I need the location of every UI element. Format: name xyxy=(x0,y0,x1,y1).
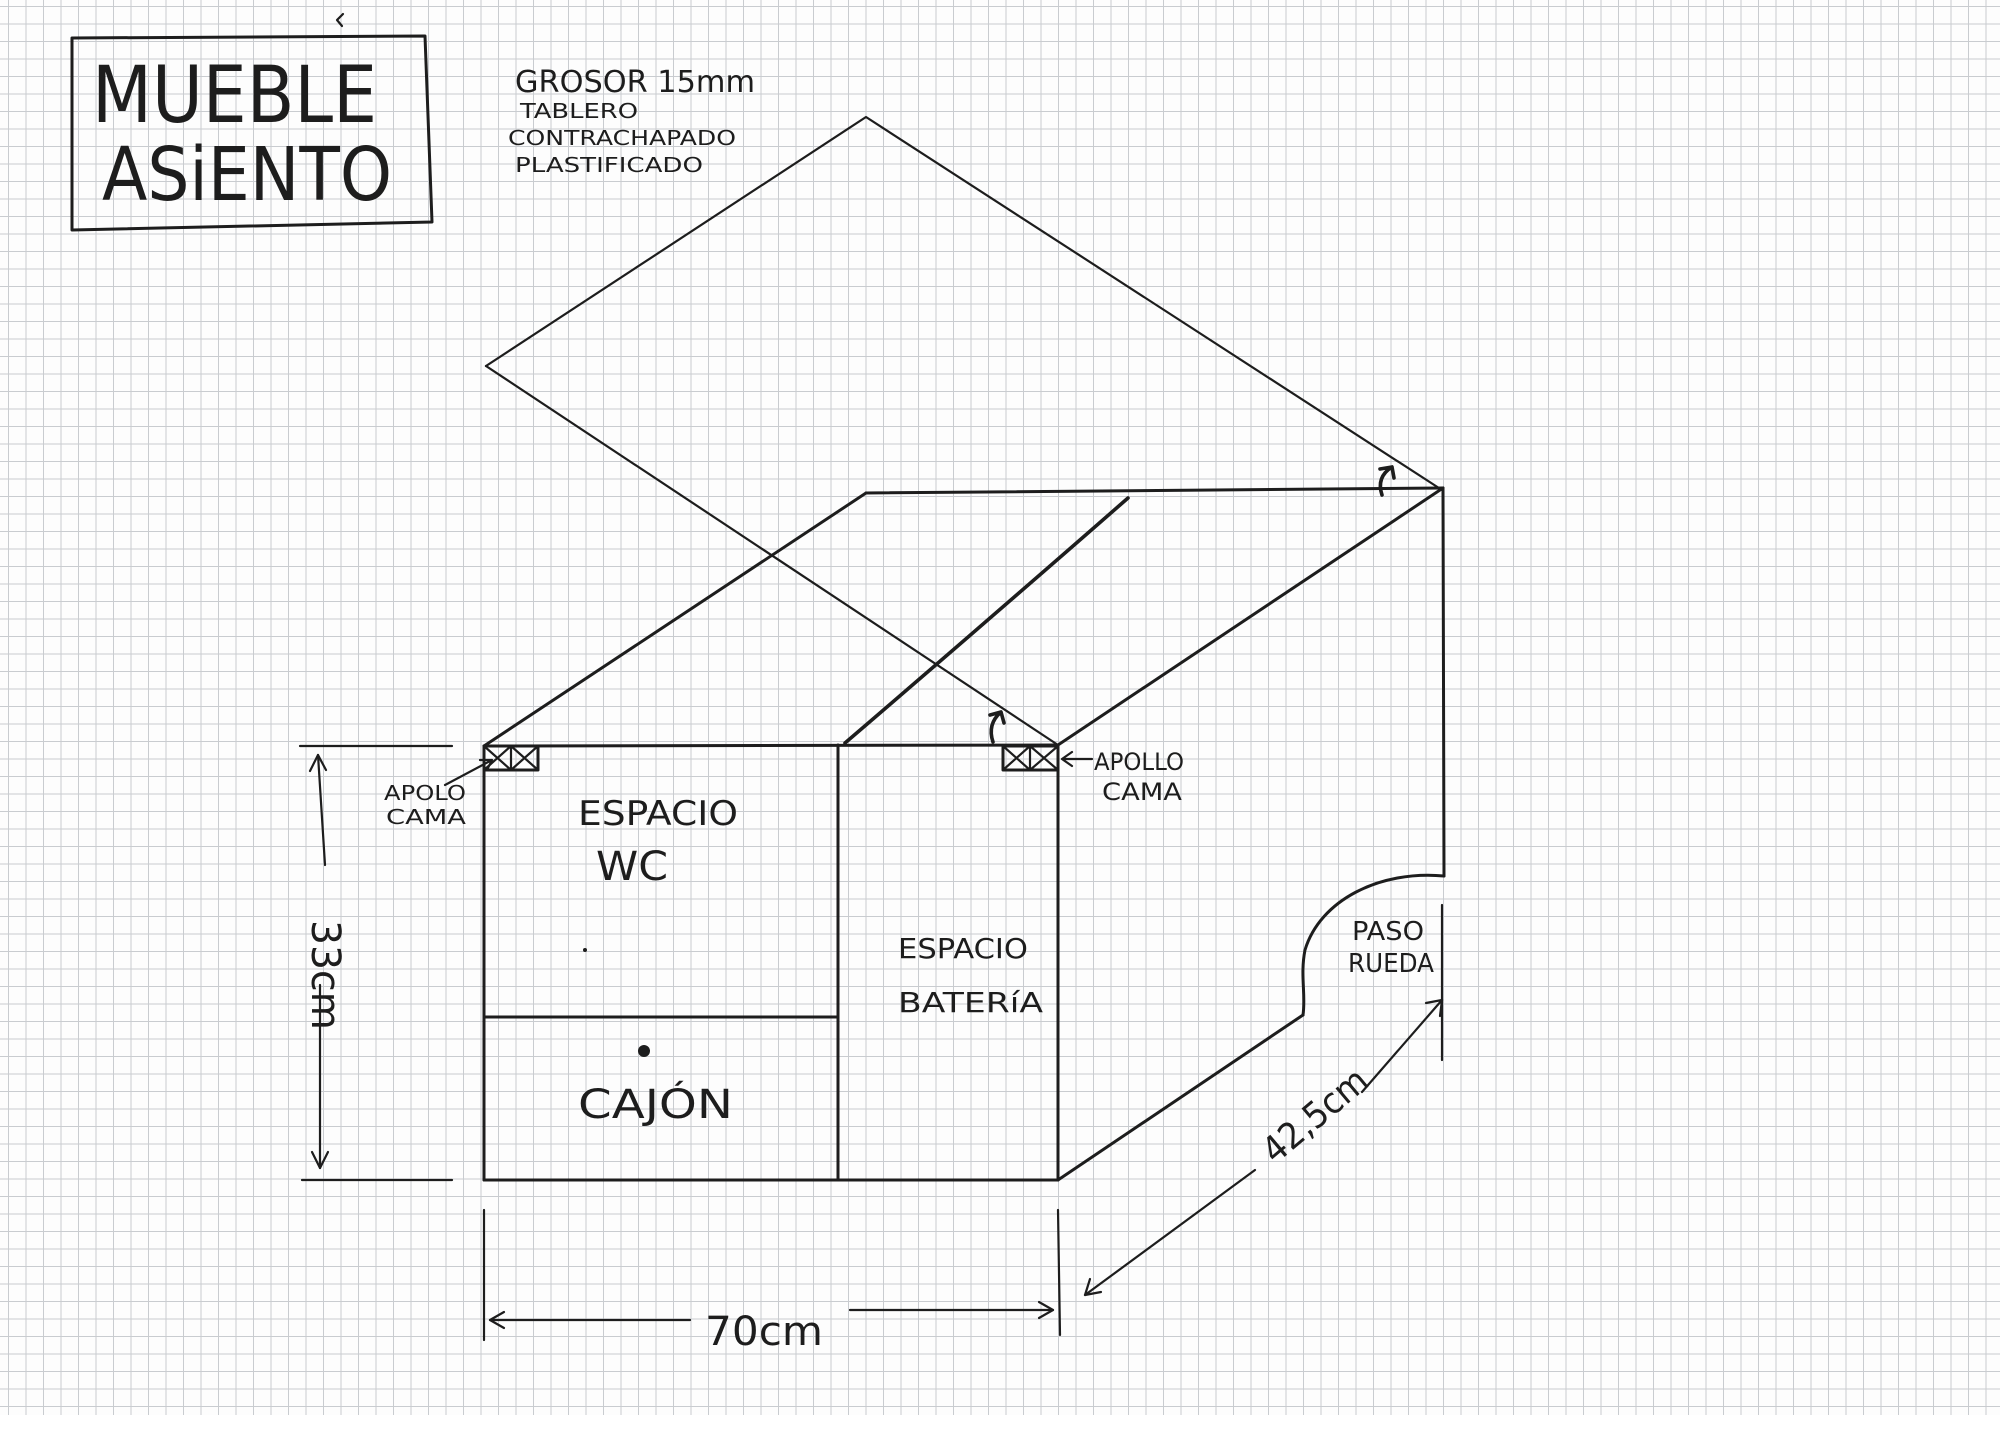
wheel-well-label-1: PASO xyxy=(1352,917,1424,947)
height-dimension-label: 33cm xyxy=(302,920,348,1030)
bed-support-right-pointer-icon xyxy=(1060,750,1094,768)
bed-support-right-label-2: CAMA xyxy=(1102,778,1183,806)
bed-support-right-icon xyxy=(1001,744,1060,772)
ink-smudge xyxy=(335,12,345,28)
drawer-knob xyxy=(638,1045,650,1057)
depth-dimension-label: 42,5cm xyxy=(1254,1060,1376,1172)
height-arrow-bottom-icon xyxy=(310,1150,330,1170)
title-box xyxy=(70,34,434,232)
battery-space-label-1: ESPACIO xyxy=(898,932,1028,965)
scan-bottom-margin xyxy=(0,1415,2000,1443)
height-dimension-line xyxy=(316,753,327,1170)
width-arrow-left-icon xyxy=(488,1310,506,1330)
battery-space-label-2: BATERíA xyxy=(898,986,1043,1019)
drawer-label: CAJÓN xyxy=(578,1080,733,1128)
wc-space-label-1: ESPACIO xyxy=(578,794,738,834)
width-dimension-label: 70cm xyxy=(705,1309,823,1355)
bed-support-left-label-2: CAMA xyxy=(386,805,466,829)
wheel-arch xyxy=(1301,873,1446,1017)
material-note-line-2: TABLERO xyxy=(519,99,638,123)
height-arrow-top-icon xyxy=(308,753,328,773)
bed-support-left-icon xyxy=(482,744,540,772)
top-divider-edge xyxy=(843,496,1130,745)
width-dimension-line xyxy=(488,1308,1055,1322)
width-extension-right xyxy=(1056,1208,1062,1337)
top-back-edge xyxy=(864,486,1445,495)
side-back-edge xyxy=(1441,486,1446,878)
wc-space-label-2: WC xyxy=(596,844,668,890)
material-note-line-4: PLASTIFICADO xyxy=(515,153,703,177)
title-line-1: MUEBLE xyxy=(92,51,377,141)
hinge-arrow-back xyxy=(1378,465,1396,497)
wheel-well-label-2: RUEDA xyxy=(1348,949,1434,979)
top-left-edge xyxy=(482,491,868,748)
title-line-2: ASiENTO xyxy=(102,132,392,218)
pen-dot xyxy=(583,948,587,952)
top-right-edge xyxy=(1056,486,1445,747)
depth-arrow-front-icon xyxy=(1083,1277,1103,1297)
material-note-line-3: CONTRACHAPADO xyxy=(508,126,736,150)
front-top-edge xyxy=(482,743,1060,748)
depth-dimension-line xyxy=(1083,998,1444,1297)
bed-support-right-label-1: APOLLO xyxy=(1094,748,1184,776)
bed-support-left-label-1: APOLO xyxy=(384,781,466,805)
material-note-line-1: GROSOR 15mm xyxy=(515,65,755,100)
depth-arrow-back-icon xyxy=(1424,998,1444,1018)
bed-support-left-pointer-icon xyxy=(443,758,494,787)
hinge-arrow-front xyxy=(988,710,1006,744)
open-lid-outline xyxy=(484,115,1444,492)
side-bottom-edge xyxy=(1056,1013,1305,1182)
width-arrow-right-icon xyxy=(1037,1300,1055,1320)
